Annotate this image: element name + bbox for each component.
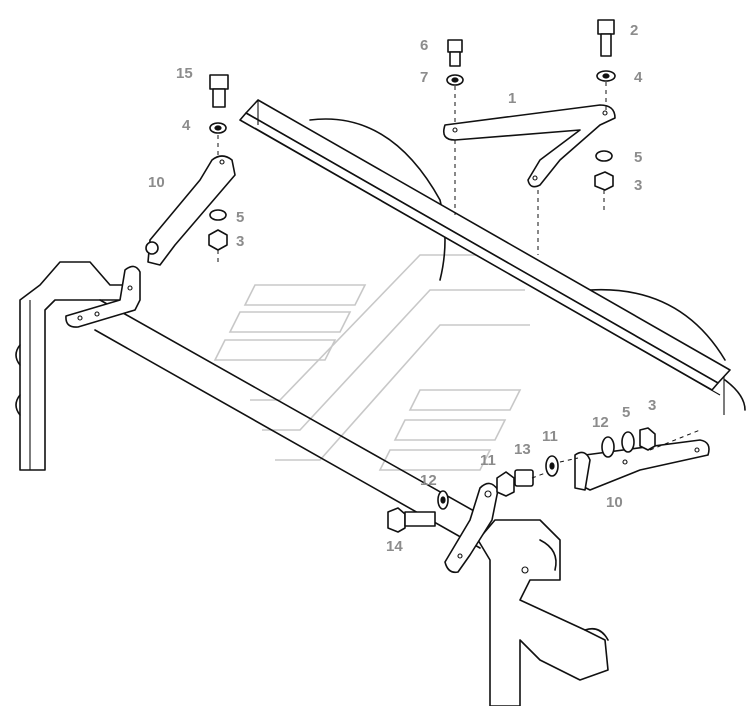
hardware-bottom-right xyxy=(601,427,656,458)
tyre-outlines xyxy=(309,118,746,411)
callout-3-right: 3 xyxy=(648,397,656,414)
callout-12-left: 12 xyxy=(420,472,437,489)
callout-5-top-right: 5 xyxy=(634,149,642,166)
callout-13: 13 xyxy=(514,441,531,458)
left-bracket-10 xyxy=(145,135,236,266)
callout-14: 14 xyxy=(386,538,403,555)
callout-3-left: 3 xyxy=(236,233,244,250)
callout-12-right: 12 xyxy=(592,414,609,431)
right-frame-bracket xyxy=(477,519,609,706)
hardware-left xyxy=(208,74,229,251)
watermark-logo xyxy=(213,254,530,471)
callout-4-left: 4 xyxy=(182,117,191,134)
hardware-top-middle xyxy=(446,39,539,255)
callout-4-top-right: 4 xyxy=(634,69,643,86)
main-beam xyxy=(239,99,731,415)
callout-7: 7 xyxy=(420,69,428,86)
callout-3-top-right: 3 xyxy=(634,177,642,194)
callout-11-left: 11 xyxy=(480,452,496,469)
callout-10-right: 10 xyxy=(606,494,623,511)
hardware-top-right xyxy=(594,19,616,212)
left-mounting-plate xyxy=(65,265,141,328)
callout-1: 1 xyxy=(508,90,516,107)
callout-5-right: 5 xyxy=(622,404,630,421)
callout-10-left: 10 xyxy=(148,174,165,191)
callout-15: 15 xyxy=(176,65,193,82)
callout-5-left: 5 xyxy=(236,209,244,226)
hardware-bolt-chain xyxy=(387,455,579,574)
arm-bracket-1 xyxy=(442,104,616,188)
callout-11-right: 11 xyxy=(542,428,558,445)
callout-2: 2 xyxy=(630,22,638,39)
callout-6: 6 xyxy=(420,37,428,54)
callout-labels: 1 2 4 5 3 6 7 15 4 10 5 3 12 5 3 11 13 1… xyxy=(148,22,656,555)
